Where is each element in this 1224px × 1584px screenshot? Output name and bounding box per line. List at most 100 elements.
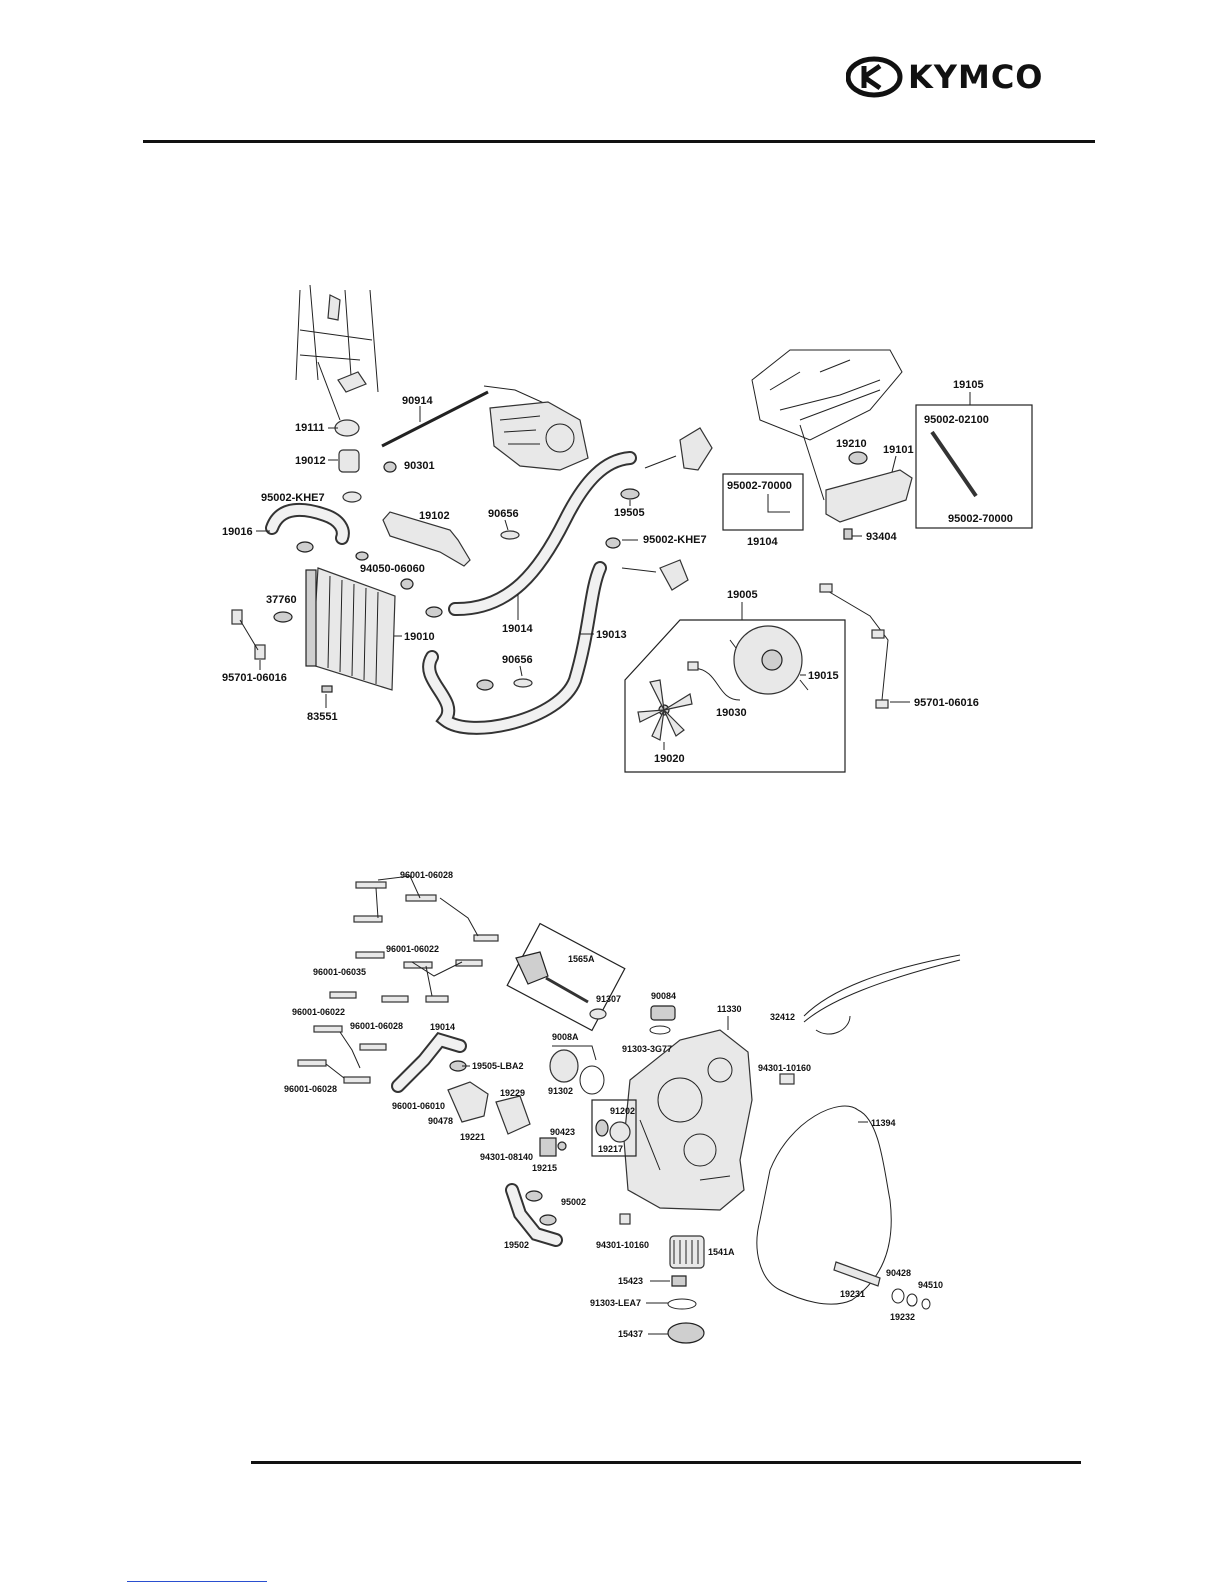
label-19232: 19232 xyxy=(890,1312,915,1322)
fan-blade-19020 xyxy=(637,679,693,741)
label-19101: 19101 xyxy=(883,444,914,456)
kymco-emblem-icon xyxy=(845,56,903,98)
clamp-90656 xyxy=(500,530,520,540)
label-19020: 19020 xyxy=(654,753,685,765)
gasket-11394 xyxy=(756,1105,892,1305)
label-19014: 19014 xyxy=(502,623,533,635)
label-90478: 90478 xyxy=(428,1116,453,1126)
engine-block xyxy=(489,401,589,471)
tank-cap-19210 xyxy=(848,451,868,465)
label-91202: 91202 xyxy=(610,1106,635,1116)
radiator-cap xyxy=(334,419,360,437)
water-outlet xyxy=(659,559,689,591)
label-91303-3g77: 91303-3G77 xyxy=(622,1044,672,1054)
dowel-94301 xyxy=(779,1073,795,1085)
clamp-95002-khe7 xyxy=(342,491,362,503)
grommet-37760 xyxy=(273,611,293,623)
label-96001-06028-a: 96001-06028 xyxy=(400,870,453,880)
fan-wire-19030 xyxy=(693,667,741,701)
lower-engine-cover-diagram: 96001-06028 96001-06022 96001-06035 9600… xyxy=(284,870,961,1344)
rod-90914 xyxy=(381,390,489,448)
label-1565a: 1565A xyxy=(568,954,595,964)
label-19012: 19012 xyxy=(295,455,326,467)
water-pump-cover-19221 xyxy=(447,1081,489,1123)
pipe-32412 xyxy=(803,954,961,1035)
label-94510: 94510 xyxy=(918,1280,943,1290)
label-95002-khe7-b: 95002-KHE7 xyxy=(643,534,707,546)
label-19013: 19013 xyxy=(596,629,627,641)
label-95002: 95002 xyxy=(561,1197,586,1207)
label-96001-06022-b: 96001-06022 xyxy=(292,1007,345,1017)
label-96001-06010: 96001-06010 xyxy=(392,1101,445,1111)
label-19215: 19215 xyxy=(532,1163,557,1173)
label-15423: 15423 xyxy=(618,1276,643,1286)
label-90423: 90423 xyxy=(550,1127,575,1137)
reserve-tank-19101 xyxy=(825,469,913,523)
radiator-19010 xyxy=(305,567,396,691)
leader-line xyxy=(317,361,341,421)
box-19105 xyxy=(915,404,1033,529)
frame-section-right xyxy=(751,349,903,441)
label-19030: 19030 xyxy=(716,707,747,719)
label-1541a: 1541A xyxy=(708,1247,735,1257)
brand-name: KYMCO xyxy=(908,58,1044,96)
label-9008a: 9008A xyxy=(552,1032,579,1042)
label-96001-06022-a: 96001-06022 xyxy=(386,944,439,954)
label-19229: 19229 xyxy=(500,1088,525,1098)
label-19111: 19111 xyxy=(295,422,324,434)
dowel-94301-b xyxy=(619,1213,631,1225)
impeller-19215 xyxy=(539,1137,557,1157)
leader-line xyxy=(483,385,547,405)
cap-9008a xyxy=(549,1049,579,1083)
bracket-19102 xyxy=(382,511,471,567)
label-95002-70000: 95002-70000 xyxy=(727,480,792,492)
clip-83551 xyxy=(321,685,333,693)
box-19104 xyxy=(722,473,804,531)
header-rule xyxy=(143,140,1095,143)
crankcase-cover-11330 xyxy=(623,1029,753,1211)
label-93404: 93404 xyxy=(866,531,897,543)
box-1565a xyxy=(506,922,626,1032)
label-94050-06060: 94050-06060 xyxy=(360,563,425,575)
label-94301-10160-a: 94301-10160 xyxy=(758,1063,811,1073)
label-19221: 19221 xyxy=(460,1132,485,1142)
label-19105: 19105 xyxy=(953,379,984,391)
upper-cooling-diagram: 19111 19012 90914 90301 95002-KHE7 19016… xyxy=(222,284,1033,773)
filter-cap-15437 xyxy=(667,1322,705,1344)
hose-19105 xyxy=(930,430,978,498)
hose-19014 xyxy=(448,451,637,617)
label-96001-06028-b: 96001-06028 xyxy=(350,1021,403,1031)
gasket-19229 xyxy=(495,1095,531,1135)
nut-90301 xyxy=(383,461,397,473)
box-91202 xyxy=(591,1099,637,1157)
label-95701-06016-b: 95701-06016 xyxy=(914,697,979,709)
oil-filter-1541a xyxy=(669,1235,705,1269)
o-ring-91303-lea7 xyxy=(667,1298,697,1310)
spring-15423 xyxy=(671,1275,687,1287)
label-95701-06016: 95701-06016 xyxy=(222,672,287,684)
label-95002-70000-b: 95002-70000 xyxy=(948,513,1013,525)
label-96001-06035: 96001-06035 xyxy=(313,967,366,977)
bolt-95701 xyxy=(231,609,243,625)
label-11394: 11394 xyxy=(871,1118,896,1128)
box-19005 xyxy=(624,619,846,773)
label-96001-06028-c: 96001-06028 xyxy=(284,1084,337,1094)
frame-section-left xyxy=(295,284,379,393)
label-90656: 90656 xyxy=(488,508,519,520)
label-15437: 15437 xyxy=(618,1329,643,1339)
label-91307: 91307 xyxy=(596,994,621,1004)
label-19217: 19217 xyxy=(598,1144,623,1154)
label-90301: 90301 xyxy=(404,460,435,472)
label-19102: 19102 xyxy=(419,510,450,522)
label-19505: 19505 xyxy=(614,507,645,519)
label-19016: 19016 xyxy=(222,526,253,538)
label-91302: 91302 xyxy=(548,1086,573,1096)
label-94301-08140: 94301-08140 xyxy=(480,1152,533,1162)
label-19210: 19210 xyxy=(836,438,867,450)
label-95002-khe7: 95002-KHE7 xyxy=(261,492,325,504)
label-19104: 19104 xyxy=(747,536,778,548)
footer-link-underline xyxy=(127,1581,267,1582)
label-37760: 37760 xyxy=(266,594,297,606)
label-19010: 19010 xyxy=(404,631,435,643)
